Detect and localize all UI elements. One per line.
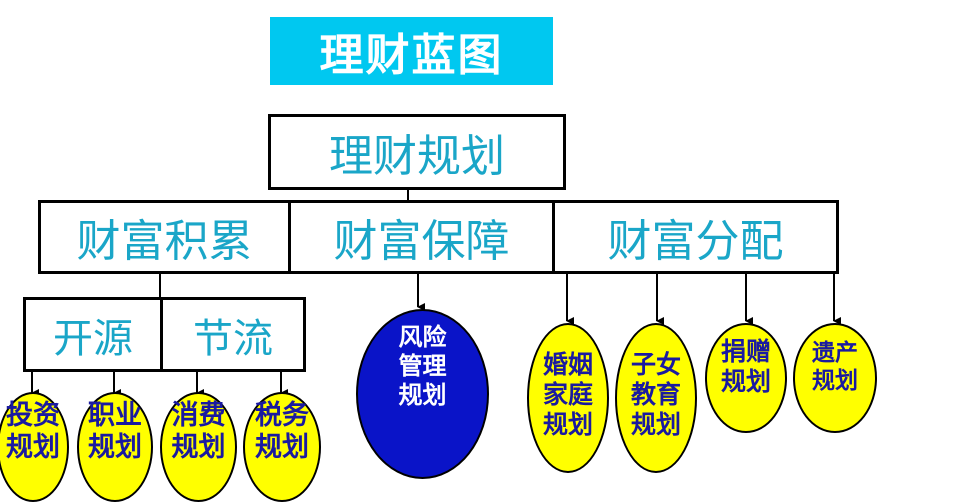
donation-planning-label: 捐赠 规划 [720,337,771,396]
wealth-protection-box: 财富保障 [288,200,555,274]
income-source-box: 开源 [23,297,163,372]
risk-management-label: 风险 管理 规划 [398,322,447,409]
estate-planning-label: 遗产 规划 [812,339,858,394]
expense-saving-box: 节流 [160,297,306,372]
wealth-accumulation-box: 财富积累 [38,200,291,274]
connector-lines [31,188,841,397]
marriage-family-planning-label: 婚姻 家庭 规划 [542,350,593,439]
wealth-distribution-box: 财富分配 [552,200,839,274]
children-education-planning-oval: 子女 教育 规划 [615,323,697,473]
investment-planning-oval: 投资 规划 [0,392,69,502]
title-banner: 理财蓝图 [270,17,553,85]
career-planning-oval: 职业 规划 [77,392,153,502]
consumption-planning-oval: 消费 规划 [160,392,237,502]
consumption-planning-label: 消费 规划 [171,399,226,463]
estate-planning-oval: 遗产 规划 [793,323,877,433]
risk-management-oval: 风险 管理 规划 [356,309,489,479]
tax-planning-label: 税务 规划 [255,399,309,463]
career-planning-label: 职业 规划 [88,399,142,463]
donation-planning-oval: 捐赠 规划 [705,323,787,433]
children-education-planning-label: 子女 教育 规划 [630,350,681,439]
investment-planning-label: 投资 规划 [6,399,60,463]
root-node-box: 理财规划 [268,114,566,190]
tax-planning-oval: 税务 规划 [243,392,321,502]
marriage-family-planning-oval: 婚姻 家庭 规划 [527,323,609,473]
